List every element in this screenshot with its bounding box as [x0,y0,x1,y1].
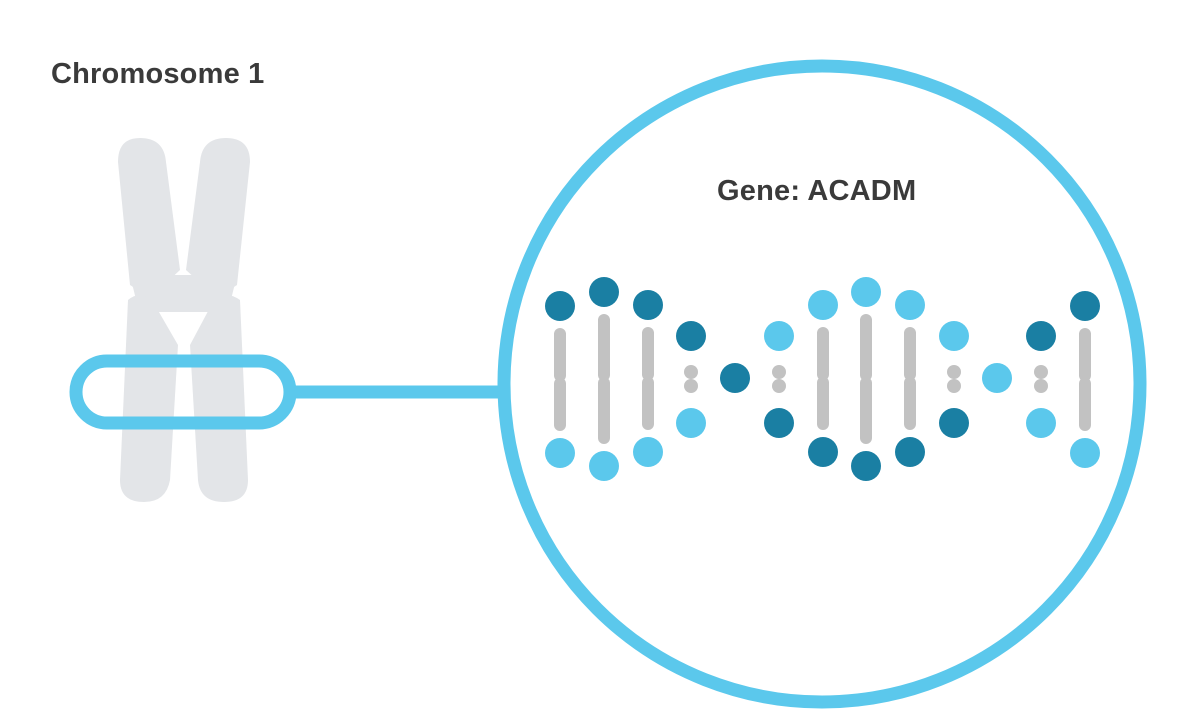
dna-base-top [939,321,969,351]
chromosome-icon [118,138,250,502]
dna-rung-dot [947,379,961,393]
dna-base-top [808,290,838,320]
dna-base-top [982,363,1012,393]
dna-rung-dot [1034,365,1048,379]
dna-base-bottom [1026,408,1056,438]
dna-base-top [851,277,881,307]
dna-base-top [895,290,925,320]
chromosome-right-upper-arm [186,138,250,298]
chromosome-label: Chromosome 1 [51,58,265,90]
dna-base-bottom [939,408,969,438]
dna-base-bottom [1070,438,1100,468]
dna-base-top [720,363,750,393]
dna-rung-dot [947,365,961,379]
dna-base-top [676,321,706,351]
dna-base-bottom [676,408,706,438]
dna-base-bottom [851,451,881,481]
dna-base-bottom [764,408,794,438]
dna-rung-dot [684,379,698,393]
dna-base-bottom [808,437,838,467]
dna-base-top [589,277,619,307]
chromosome-left-lower-arm [120,295,178,502]
dna-base-bottom [633,437,663,467]
chromosome-centromere [130,275,237,312]
dna-base-top [764,321,794,351]
chromosome-left-upper-arm [118,138,180,298]
dna-base-bottom [895,437,925,467]
dna-rung-dot [684,365,698,379]
dna-rung-dot [1034,379,1048,393]
dna-base-top [1026,321,1056,351]
dna-base-top [545,291,575,321]
dna-base-top [633,290,663,320]
gene-label: Gene: ACADM [717,175,917,207]
chromosome-highlight-ring [69,354,297,430]
dna-base-top [1070,291,1100,321]
dna-double-helix-icon [545,277,1100,481]
dna-rung-dot [772,365,786,379]
dna-base-bottom [545,438,575,468]
dna-base-bottom [589,451,619,481]
chromosome-right-lower-arm [190,295,248,502]
dna-rung-dot [772,379,786,393]
